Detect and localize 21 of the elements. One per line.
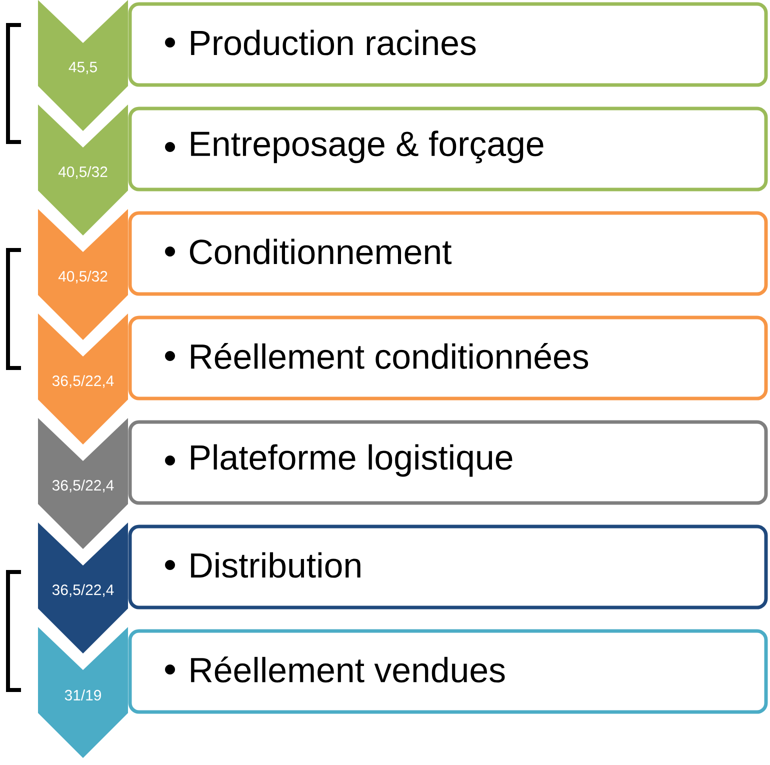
step-tab: 36,5/22,4 <box>38 314 128 444</box>
step-box: Distribution <box>128 524 768 610</box>
step-box: Plateforme logistique <box>128 420 768 505</box>
step-tab: 40,5/32 <box>38 104 128 236</box>
step-box: Conditionnement <box>128 211 768 296</box>
node-label: 36,5/22,4 <box>52 375 114 388</box>
step-box: Réellement vendues <box>128 629 768 714</box>
step-tab: 31/19 <box>38 627 128 758</box>
step-box: Production racines <box>128 2 768 87</box>
step-tab: 45,5 <box>38 0 128 131</box>
step-box: Réellement conditionnées <box>128 316 768 400</box>
step-box: Entreposage & forçage <box>128 106 768 192</box>
step-tab: 36,5/22,4 <box>38 418 128 549</box>
step-tab: 36,5/22,4 <box>38 522 128 654</box>
node-label: 36,5/22,4 <box>52 584 114 597</box>
node-label: 45,5 <box>68 62 97 74</box>
node-label: 36,5/22,4 <box>52 480 114 492</box>
node-label: 40,5/32 <box>58 166 108 179</box>
step-tab: 40,5/32 <box>38 209 128 340</box>
node-label: 40,5/32 <box>58 270 108 284</box>
node-label: 31/19 <box>64 690 101 700</box>
